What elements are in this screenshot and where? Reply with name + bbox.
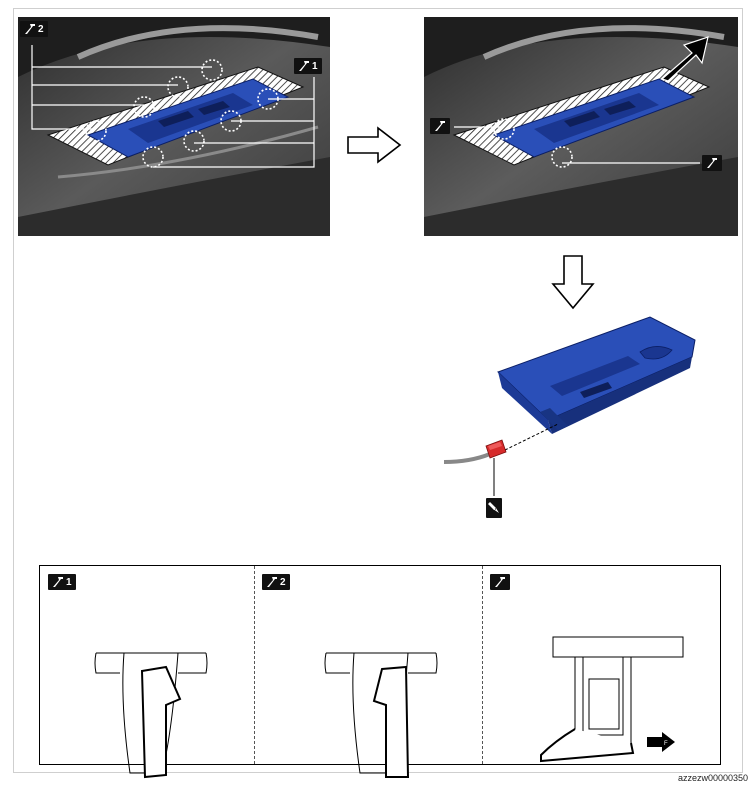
clip1-number: 1 — [312, 60, 318, 72]
detail-divider-2 — [482, 566, 483, 764]
pry-badge-left — [430, 118, 450, 134]
removed-switch-with-connector — [443, 316, 696, 496]
clip-type-2-drawing — [324, 652, 438, 778]
step-arrow-right — [347, 126, 402, 164]
pry-tool-icon — [435, 121, 445, 131]
pry-tool-icon — [495, 577, 505, 587]
disconnect-icon — [488, 502, 499, 513]
pry-tool-icon — [299, 61, 309, 71]
figure-code: azzezw00000350 — [677, 773, 748, 783]
detail-clip3-badge — [490, 574, 510, 590]
svg-text:F: F — [664, 741, 668, 747]
front-arrow-icon: F — [647, 732, 675, 752]
pry-tool-icon — [267, 577, 277, 587]
step-arrow-down — [551, 255, 595, 310]
detail1-number: 1 — [66, 576, 72, 588]
clip-type-1-drawing — [94, 652, 208, 779]
clip2-number: 2 — [38, 23, 44, 35]
pry-badge-right — [702, 155, 722, 171]
detail2-number: 2 — [280, 576, 286, 588]
clip-detail-box: 1 2 F — [39, 565, 721, 779]
pry-tool-icon — [25, 24, 35, 34]
step1-door-switch-photo — [18, 17, 330, 236]
clip-type-2-badge: 2 — [20, 21, 48, 37]
clip-type-3-drawing — [540, 636, 684, 763]
disconnect-badge — [486, 498, 502, 518]
detail-clip1-badge: 1 — [48, 574, 76, 590]
pry-tool-icon — [707, 158, 717, 168]
detail-clip2-badge: 2 — [262, 574, 290, 590]
pry-tool-icon — [53, 577, 63, 587]
detail-divider-1 — [254, 566, 255, 764]
step2-switch-removal-photo — [424, 17, 738, 236]
clip-type-1-badge: 1 — [294, 58, 322, 74]
